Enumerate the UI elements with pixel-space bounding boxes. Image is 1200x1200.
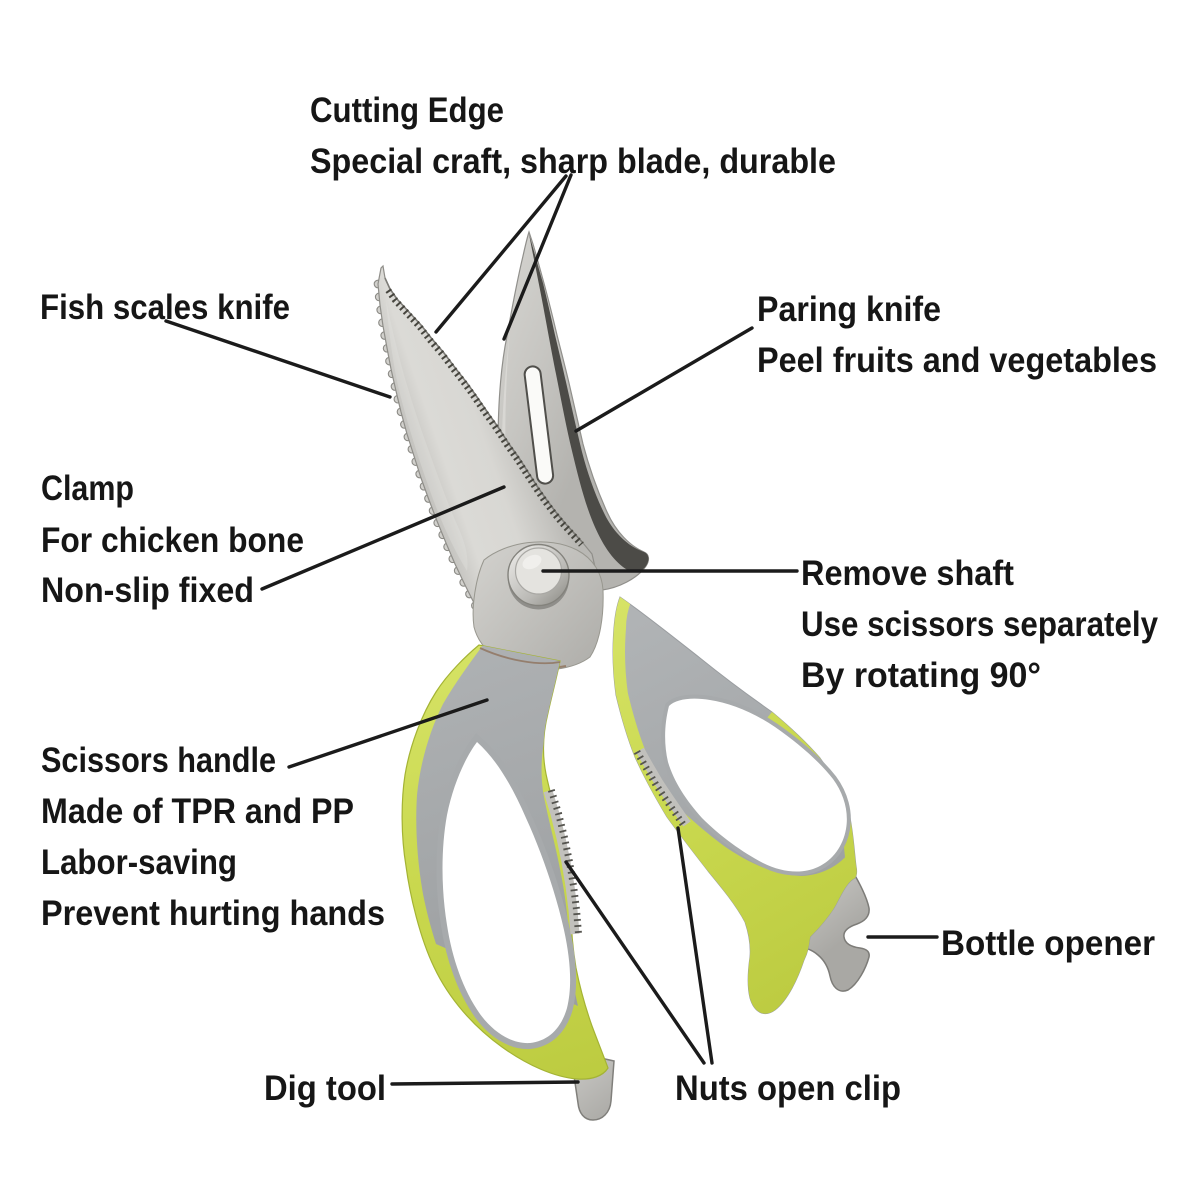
svg-text:By rotating 90°: By rotating 90° (801, 656, 1041, 695)
svg-text:Scissors handle: Scissors handle (41, 741, 276, 780)
svg-text:Non-slip fixed: Non-slip fixed (41, 571, 254, 610)
svg-text:Clamp: Clamp (41, 469, 134, 508)
svg-text:Remove shaft: Remove shaft (801, 554, 1014, 593)
svg-text:Prevent hurting hands: Prevent hurting hands (41, 894, 385, 933)
svg-text:Dig tool: Dig tool (264, 1069, 386, 1108)
svg-text:Nuts open clip: Nuts open clip (675, 1069, 901, 1108)
svg-text:Paring knife: Paring knife (757, 290, 941, 329)
svg-text:Bottle opener: Bottle opener (941, 924, 1155, 963)
svg-text:Made of TPR and PP: Made of TPR and PP (41, 792, 354, 831)
svg-text:Special craft, sharp blade, du: Special craft, sharp blade, durable (310, 142, 836, 181)
svg-text:For chicken bone: For chicken bone (41, 521, 304, 560)
svg-text:Peel fruits and vegetables: Peel fruits and vegetables (757, 341, 1157, 380)
svg-text:Cutting Edge: Cutting Edge (310, 91, 504, 130)
svg-text:Labor-saving: Labor-saving (41, 843, 237, 882)
svg-text:Fish scales knife: Fish scales knife (40, 288, 290, 327)
svg-text:Use scissors separately: Use scissors separately (801, 605, 1158, 644)
